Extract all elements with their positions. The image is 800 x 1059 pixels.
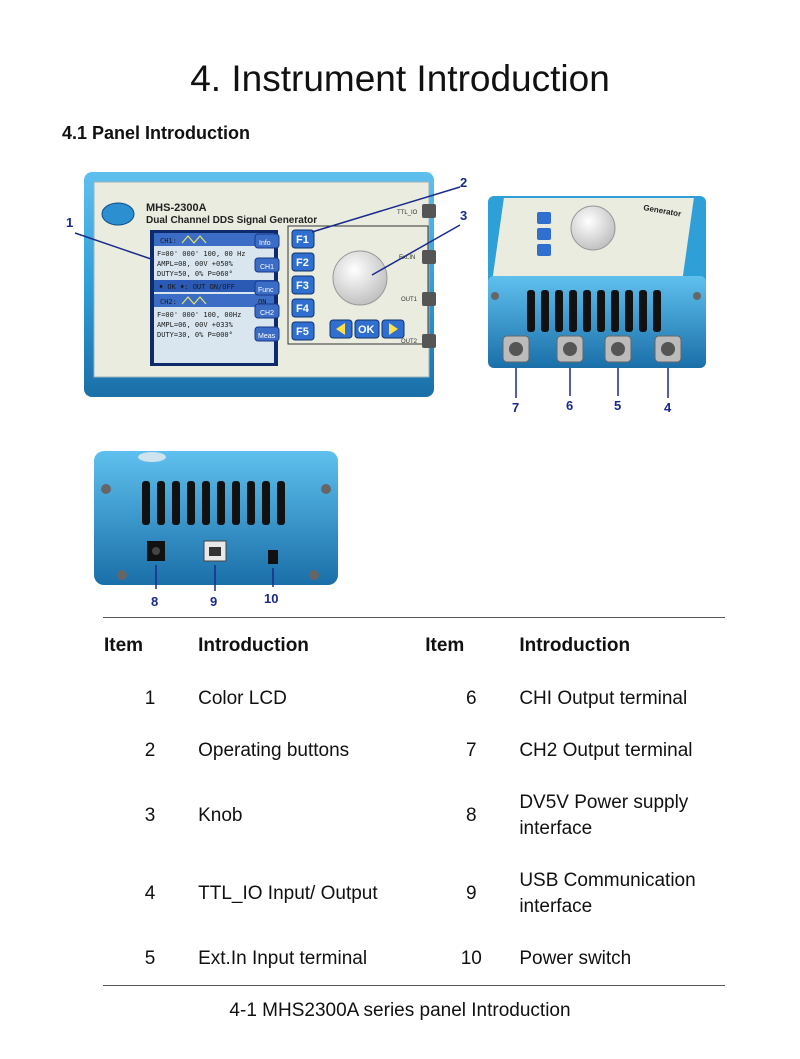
callout-4: 4 <box>664 400 672 415</box>
ok-button <box>354 319 380 339</box>
front-panel-photo: MHS-2300A Dual Channel DDS Signal Genera… <box>66 172 467 397</box>
back-panel <box>94 451 338 585</box>
bnc-out1 <box>422 292 436 306</box>
bnc-out2 <box>422 334 436 348</box>
item-number: 7 <box>465 740 477 761</box>
callout-3: 3 <box>460 208 467 223</box>
device-name: Dual Channel DDS Signal Generator <box>146 215 317 226</box>
vent-slots <box>527 290 661 332</box>
back-view-photo: 8 9 10 <box>94 451 338 609</box>
item-number: 4 <box>144 883 156 904</box>
soft-key-func: Func <box>258 287 274 294</box>
item-number: 2 <box>144 740 156 761</box>
callout-2: 2 <box>460 175 467 190</box>
callout-8: 8 <box>151 594 158 609</box>
side-knob <box>570 205 616 251</box>
f5-button[interactable]: F5 <box>296 326 309 338</box>
table-row: 3 Knob 8 DV5V Power supply interface <box>103 777 725 855</box>
port-label-ttl: TTL_IO <box>397 210 418 216</box>
bnc-ext-in <box>422 250 436 264</box>
item-intro: CH2 Output terminal <box>519 740 693 761</box>
item-number: 3 <box>144 805 156 826</box>
item-introduction-table: Item Introduction Item Introduction 1 Co… <box>103 617 725 986</box>
callout-1: 1 <box>66 215 73 230</box>
bnc-connectors <box>502 335 682 363</box>
f2-button[interactable]: F2 <box>296 257 309 269</box>
item-number: 10 <box>460 947 482 969</box>
lcd-ch1-ampl: AMPL=08, 00V +050% <box>157 260 234 268</box>
item-intro: Power switch <box>519 947 632 969</box>
port-label-extin: Ext.IN <box>399 255 415 261</box>
lcd-ch1-label: CH1: <box>160 237 177 245</box>
soft-key-meas: Meas <box>258 333 276 340</box>
page-title: 4. Instrument Introduction <box>190 58 610 99</box>
lcd-ch1-duty: DUTY=50, 0% P=060° <box>157 270 233 278</box>
f3-button[interactable]: F3 <box>296 280 309 292</box>
item-intro: CHI Output terminal <box>519 688 688 709</box>
f1-button[interactable]: F1 <box>296 234 309 246</box>
item-intro: Ext.In Input terminal <box>198 947 368 969</box>
back-vent-slots <box>142 481 285 525</box>
item-intro: Knob <box>198 805 243 826</box>
lcd-ch2-wave <box>181 296 207 305</box>
item-intro: DV5V Power supply interface <box>519 792 689 839</box>
model-name: MHS-2300A <box>146 202 207 214</box>
item-number: 1 <box>144 688 156 709</box>
right-arrow-icon <box>389 323 398 335</box>
item-intro: USB Communication interface <box>519 870 696 917</box>
lcd-ch2-ampl: AMPL=06, 00V +033% <box>157 321 234 329</box>
side-view-photo: Generator 7 6 5 4 <box>488 196 706 415</box>
item-number: 9 <box>465 883 477 904</box>
lcd-ch1-freq: F=00' 000' 100, 00 Hz <box>157 250 246 258</box>
soft-key-ch2: CH2 <box>260 310 274 317</box>
bnc-ttl-io <box>422 204 436 218</box>
callout-10: 10 <box>264 591 278 606</box>
left-arrow-icon <box>336 323 345 335</box>
lcd-ch2-freq: F=00' 000' 100, 00Hz <box>157 311 241 319</box>
callout-9: 9 <box>210 594 217 609</box>
soft-key-ch1: CH1 <box>260 264 274 271</box>
power-switch <box>268 550 278 564</box>
section-subtitle: 4.1 Panel Introduction <box>62 123 251 143</box>
table-row: 5 Ext.In Input terminal 10 Power switch <box>103 933 725 985</box>
soft-key-info: Info <box>259 240 271 247</box>
f-key-column: F1 F2 F3 F4 F5 <box>291 229 315 341</box>
lcd-ok-line: ♦ OK ♦: OUT ON/OFF <box>159 283 235 291</box>
item-number: 6 <box>465 688 477 709</box>
rotary-knob <box>332 250 388 306</box>
lcd-ch2-on: ON <box>258 298 266 306</box>
item-intro: Operating buttons <box>198 740 350 761</box>
logo-emblem <box>101 202 135 226</box>
table-row: 1 Color LCD 6 CHI Output terminal <box>103 673 725 725</box>
header-intro-b: Introduction <box>519 635 631 656</box>
f4-button[interactable]: F4 <box>296 303 310 315</box>
header-item-b: Item <box>425 635 465 656</box>
lcd-ch2-duty: DUTY=30, 0% P=000° <box>157 331 233 339</box>
ok-label: OK <box>358 324 375 336</box>
table-row: 4 TTL_IO Input/ Output 9 USB Communicati… <box>103 855 725 933</box>
item-number: 5 <box>144 947 156 969</box>
soft-key-column: Info CH1 Func CH2 Meas <box>254 233 280 342</box>
port-label-out1: OUT1 <box>401 297 418 303</box>
table-header-row: Item Introduction Item Introduction <box>103 618 725 674</box>
lcd-ch1-wave <box>181 235 207 244</box>
item-intro: Color LCD <box>198 688 287 709</box>
header-intro-a: Introduction <box>198 635 309 656</box>
table-row: 2 Operating buttons 7 CH2 Output termina… <box>103 725 725 777</box>
callout-6: 6 <box>566 398 573 413</box>
header-item-a: Item <box>104 635 144 656</box>
port-label-out2: OUT2 <box>401 339 418 345</box>
lcd-ch2-label: CH2: <box>160 298 177 306</box>
item-number: 8 <box>465 805 477 826</box>
figure-caption: 4-1 MHS2300A series panel Introduction <box>229 1000 571 1021</box>
callout-5: 5 <box>614 398 621 413</box>
item-intro: TTL_IO Input/ Output <box>198 883 378 904</box>
callout-7: 7 <box>512 400 519 415</box>
